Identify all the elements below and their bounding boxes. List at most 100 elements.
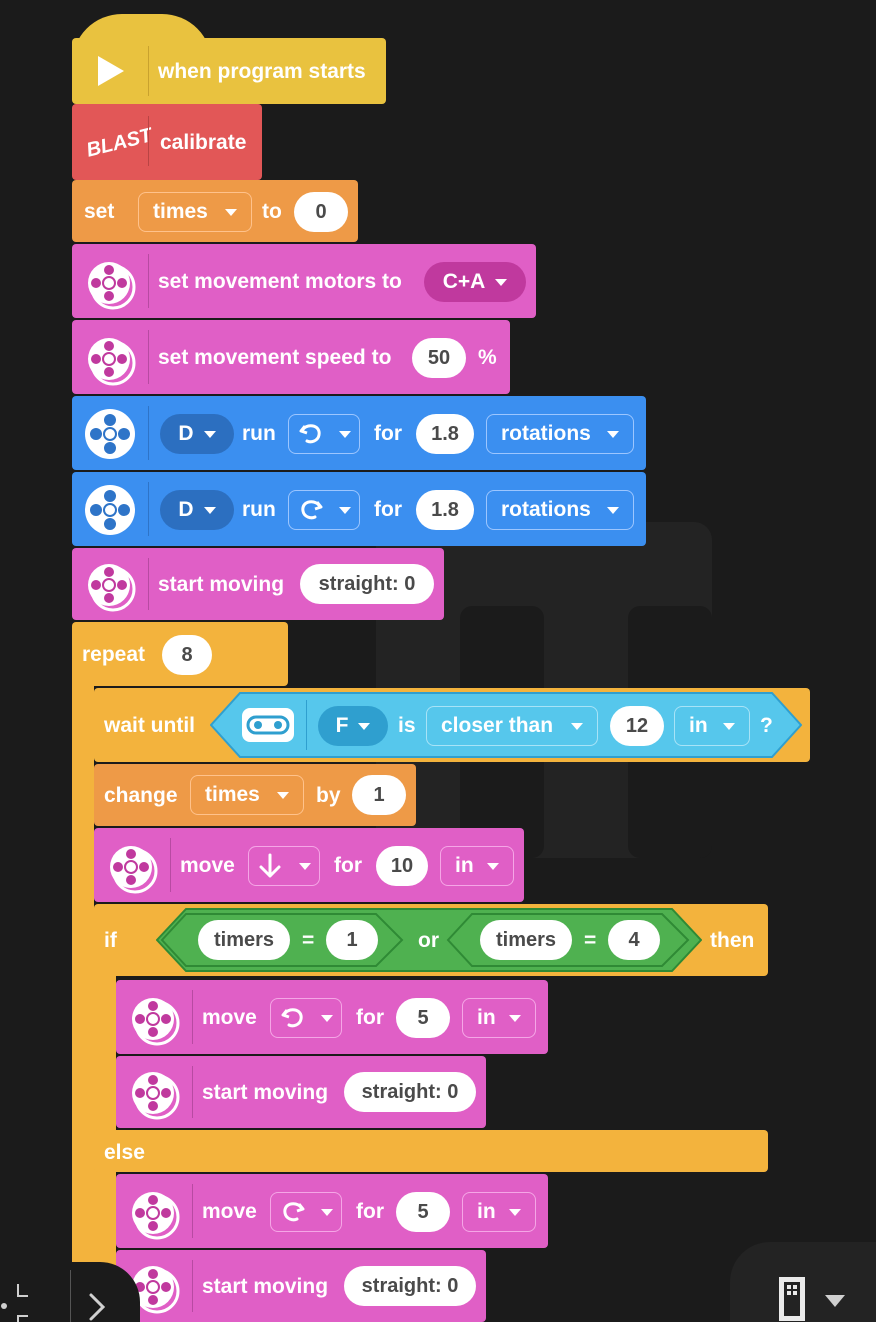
dropdown-arrow-icon: [203, 506, 216, 514]
unit-dropdown[interactable]: rotations: [486, 414, 634, 454]
motor-run-block-2[interactable]: D run for 1.8 rotations: [72, 472, 646, 546]
steering-input[interactable]: straight: 0: [344, 1266, 476, 1306]
divider: [192, 990, 193, 1044]
move-block-2[interactable]: move for 5 in: [116, 980, 548, 1054]
if-block-top[interactable]: if timers = 1 or timers = 4 then: [94, 904, 768, 976]
left-variable[interactable]: timers: [198, 920, 290, 960]
variable-dropdown[interactable]: times: [190, 775, 304, 815]
distance-sensor-icon-glyph: [246, 715, 290, 735]
variable-name: times: [205, 783, 260, 806]
unit-value: in: [477, 1200, 496, 1223]
start-moving-label: start moving: [202, 1081, 329, 1104]
rotations-input[interactable]: 1.8: [416, 414, 474, 454]
move-block-3[interactable]: move for 5 in: [116, 1174, 548, 1248]
calibrate-block[interactable]: BLAST calibrate: [72, 104, 262, 180]
direction-dropdown[interactable]: [288, 490, 360, 530]
distance-input[interactable]: 5: [396, 998, 450, 1038]
move-label: move: [202, 1006, 257, 1029]
dropdown-arrow-icon: [339, 430, 351, 438]
distance-input[interactable]: 5: [396, 1192, 450, 1232]
device-panel[interactable]: [730, 1242, 876, 1322]
set-speed-label: set movement speed to: [158, 346, 392, 369]
repeat-block-top[interactable]: repeat 8: [72, 622, 288, 686]
right-variable[interactable]: timers: [480, 920, 572, 960]
dropdown-arrow-icon: [487, 862, 499, 870]
repeat-count-input[interactable]: 8: [162, 635, 212, 675]
dropdown-arrow-icon: [495, 278, 508, 286]
comparison-dropdown[interactable]: closer than: [426, 706, 598, 746]
distance-input[interactable]: 12: [610, 706, 664, 746]
counterclockwise-icon: [281, 1008, 303, 1028]
direction-dropdown[interactable]: [248, 846, 320, 886]
sensor-port-value: F: [335, 714, 349, 737]
steering-input[interactable]: straight: 0: [344, 1072, 476, 1112]
movement-icon: [132, 1072, 180, 1120]
else-label: else: [104, 1141, 145, 1164]
divider: [148, 482, 149, 536]
start-moving-block-3[interactable]: start moving straight: 0: [116, 1250, 486, 1322]
wait-until-block[interactable]: wait until F is closer than 12 in ?: [94, 688, 810, 762]
sensor-port-dropdown[interactable]: F: [318, 706, 388, 746]
for-label: for: [374, 498, 402, 521]
set-movement-motors-block[interactable]: set movement motors to C+A: [72, 244, 536, 318]
when-program-starts-block[interactable]: when program starts: [72, 38, 386, 104]
zoom-fit-icon[interactable]: [0, 1282, 34, 1322]
unit-dropdown[interactable]: in: [462, 1192, 536, 1232]
unit-value: rotations: [501, 422, 591, 445]
distance-unit-value: in: [689, 714, 708, 737]
movement-icon: [132, 1266, 180, 1314]
speed-input[interactable]: 50: [412, 338, 466, 378]
right-value-input[interactable]: 4: [608, 920, 660, 960]
direction-dropdown[interactable]: [270, 1192, 342, 1232]
chevron-down-icon: [825, 1295, 845, 1307]
divider: [148, 330, 149, 384]
port-value: D: [178, 422, 194, 445]
dropdown-arrow-icon: [358, 722, 371, 730]
divider: [148, 116, 149, 166]
for-label: for: [374, 422, 402, 445]
set-movement-speed-block[interactable]: set movement speed to 50 %: [72, 320, 510, 394]
direction-dropdown[interactable]: [288, 414, 360, 454]
divider: [148, 406, 149, 460]
dropdown-arrow-icon: [607, 506, 619, 514]
move-block-1[interactable]: move for 10 in: [94, 828, 524, 902]
steering-input[interactable]: straight: 0: [300, 564, 434, 604]
right-equals: =: [584, 929, 597, 952]
movement-icon: [88, 262, 136, 310]
movement-icon: [88, 564, 136, 612]
change-value-input[interactable]: 1: [352, 775, 406, 815]
value-input[interactable]: 0: [294, 192, 348, 232]
variable-dropdown[interactable]: times: [138, 192, 252, 232]
change-label: change: [104, 784, 178, 807]
unit-dropdown[interactable]: rotations: [486, 490, 634, 530]
chevron-right-icon[interactable]: [86, 1292, 108, 1322]
port-dropdown[interactable]: D: [160, 490, 234, 530]
to-label: to: [262, 200, 282, 223]
start-moving-label: start moving: [202, 1275, 329, 1298]
repeat-label: repeat: [82, 643, 146, 666]
port-dropdown[interactable]: D: [160, 414, 234, 454]
repeat-block-arm: [72, 680, 94, 1322]
direction-dropdown[interactable]: [270, 998, 342, 1038]
motor-run-block-1[interactable]: D run for 1.8 rotations: [72, 396, 646, 470]
divider: [170, 838, 171, 892]
dropdown-arrow-icon: [723, 722, 735, 730]
distance-input[interactable]: 10: [376, 846, 428, 886]
change-variable-block[interactable]: change times by 1: [94, 764, 416, 826]
down-arrow-icon: [259, 853, 281, 878]
left-value-input[interactable]: 1: [326, 920, 378, 960]
motor-pair-dropdown[interactable]: C+A: [424, 262, 526, 302]
start-moving-block-1[interactable]: start moving straight: 0: [72, 548, 444, 620]
set-variable-block[interactable]: set times to 0: [72, 180, 358, 242]
start-moving-label: start moving: [158, 573, 285, 596]
distance-unit-dropdown[interactable]: in: [674, 706, 750, 746]
unit-dropdown[interactable]: in: [462, 998, 536, 1038]
dropdown-arrow-icon: [509, 1014, 521, 1022]
else-bar[interactable]: else: [94, 1130, 768, 1172]
unit-dropdown[interactable]: in: [440, 846, 514, 886]
start-moving-block-2[interactable]: start moving straight: 0: [116, 1056, 486, 1128]
clockwise-icon: [283, 1202, 305, 1222]
rotations-input[interactable]: 1.8: [416, 490, 474, 530]
dropdown-arrow-icon: [607, 430, 619, 438]
motor-icon: [85, 485, 135, 535]
